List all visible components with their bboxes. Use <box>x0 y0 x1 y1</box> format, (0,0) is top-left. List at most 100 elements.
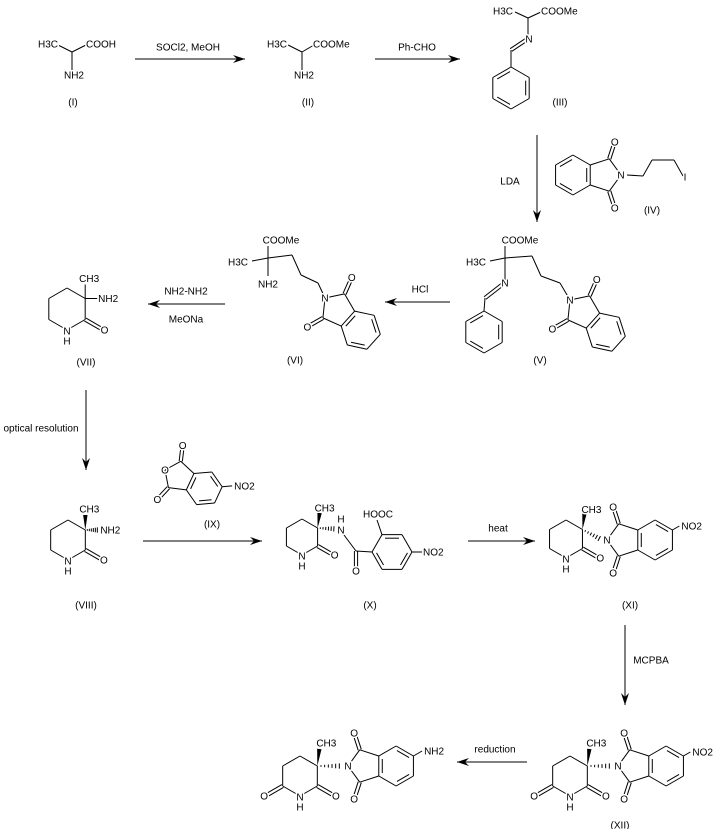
benzene-bond <box>654 519 673 531</box>
carbonyl-bond <box>355 732 362 750</box>
ring-nh-label: N <box>566 793 573 804</box>
ring-nh-label: N <box>63 327 70 338</box>
ring-bond <box>50 549 69 561</box>
oxygen-label: O <box>609 502 617 513</box>
hashed-bond <box>597 535 601 542</box>
carbonyl-bond <box>607 141 614 159</box>
double-bond <box>511 40 528 52</box>
imide-n-label: N <box>321 294 328 305</box>
bond <box>683 751 691 757</box>
carbonyl-bond <box>181 445 185 462</box>
carbonyl-bond <box>85 317 103 328</box>
benzene-bond <box>465 310 485 322</box>
benzene-bond <box>401 534 413 553</box>
amide-h-label: H <box>337 515 344 526</box>
oxygen-label: O <box>596 554 604 565</box>
hashed-bond <box>592 533 595 538</box>
carbonyl-bond <box>355 782 362 800</box>
benzene-bond <box>214 486 223 504</box>
double-bond-line <box>198 499 212 502</box>
bond <box>608 158 622 176</box>
ring-bond <box>48 319 68 331</box>
benzene-bond <box>654 549 673 561</box>
compound-number-label: (I) <box>68 98 77 109</box>
carbonyl-bond <box>316 786 333 797</box>
reagent-label: MeONa <box>169 315 204 326</box>
bond <box>322 317 342 327</box>
benzene-bond <box>371 534 383 553</box>
double-bond-line <box>400 552 408 566</box>
imide-n-label: N <box>344 762 351 773</box>
benzene-bond <box>555 154 574 166</box>
oxygen-label: O <box>101 325 109 336</box>
ring-nh-h-label: H <box>296 803 303 814</box>
benzene-bond <box>354 310 375 316</box>
compound-number-label: (IV) <box>644 206 660 217</box>
double-bond-line <box>210 475 219 487</box>
benzene-bond <box>592 346 613 352</box>
imine-n-label: N <box>525 35 532 46</box>
benzene-bond <box>401 551 413 570</box>
benzene-bond <box>665 745 684 757</box>
benzene-bond <box>340 325 348 346</box>
benzene-bond <box>637 519 656 531</box>
ring-nh-h-label: H <box>63 337 70 348</box>
ring-bond <box>301 545 318 556</box>
bond <box>617 765 631 783</box>
carbonyl-bond <box>317 784 334 795</box>
ring-bond <box>565 548 583 559</box>
bond <box>359 775 379 783</box>
carbonyl-bond <box>345 277 354 295</box>
oxygen-label: O <box>593 275 601 286</box>
carbonyl-bond <box>614 556 621 574</box>
benzene-bond <box>599 312 620 318</box>
oxygen-label: O <box>549 324 557 335</box>
double-bond-line <box>559 183 573 191</box>
ester-label: COOMe <box>502 236 539 247</box>
benzene-bond <box>555 184 574 196</box>
oxygen-label: O <box>620 728 628 739</box>
double-bond-line <box>396 774 410 782</box>
oxygen-label: O <box>304 322 312 333</box>
ring-bond <box>282 785 301 797</box>
benzene-bond <box>373 315 381 335</box>
ring-bond <box>50 519 69 531</box>
ester-label: COOMe <box>263 236 300 247</box>
methyl-label: H3C <box>267 40 287 51</box>
benzene-bond <box>371 551 383 570</box>
imine-n-label: N <box>501 279 508 290</box>
ring-bond <box>67 549 86 561</box>
benzene-bond <box>340 310 355 327</box>
methyl-label: CH3 <box>79 274 99 285</box>
bond <box>164 469 169 488</box>
double-bond <box>485 284 505 300</box>
bond <box>618 549 638 557</box>
bond <box>642 159 653 177</box>
bond <box>618 523 638 531</box>
benzene-bond <box>585 312 600 329</box>
amine-label: NH2 <box>424 746 444 757</box>
carbonyl-bond <box>536 784 553 795</box>
methyl-label: CH3 <box>581 505 601 516</box>
carbonyl-bond <box>158 488 170 501</box>
arrowhead-icon <box>250 537 262 545</box>
carbonyl-bond <box>590 279 599 297</box>
ring-bond <box>552 785 571 797</box>
oxygen-label: O <box>602 792 610 803</box>
double-bond-line <box>350 341 365 346</box>
arrowhead-icon <box>621 693 629 705</box>
benzene-bond <box>483 310 503 322</box>
reagent-label: optical resolution <box>3 424 78 435</box>
double-bond-line <box>595 343 610 348</box>
ring-bond <box>299 755 318 767</box>
bond <box>617 749 631 767</box>
acid-label: COOH <box>86 40 116 51</box>
carbonyl-bond <box>551 318 568 328</box>
carbonyl-bond <box>610 142 617 160</box>
ring-nh-label: N <box>562 555 569 566</box>
carbonyl-bond <box>318 544 333 554</box>
benzene-bond <box>572 184 591 196</box>
oxygen-label: O <box>332 792 340 803</box>
bond <box>267 254 293 259</box>
